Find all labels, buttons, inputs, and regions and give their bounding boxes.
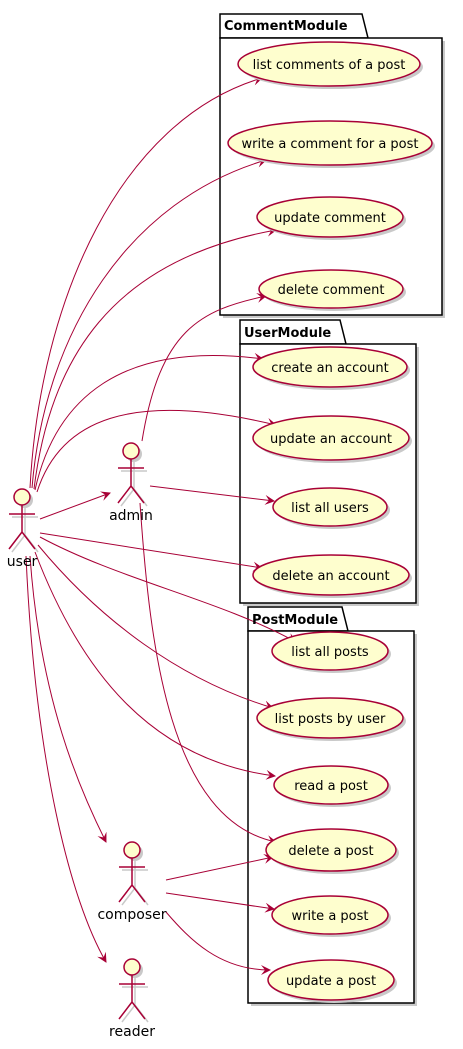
usecase-write-post bbox=[271, 895, 391, 937]
edge-user-to-read-post bbox=[34, 551, 276, 780]
edge-user-to-update-account bbox=[36, 409, 277, 493]
edge-user-to-list-posts-user bbox=[37, 544, 274, 711]
usecase-label-create-account: create an account bbox=[271, 361, 389, 376]
edge-user-to-list-posts bbox=[39, 536, 297, 643]
usecase-label-list-comments: list comments of a post bbox=[253, 58, 406, 73]
usecase-label-update-post: update a post bbox=[286, 974, 376, 989]
actor-composer-icon bbox=[118, 841, 149, 906]
usecase-list-comments bbox=[237, 41, 423, 89]
usecase-label-write-post: write a post bbox=[292, 909, 369, 924]
actor-admin-icon bbox=[117, 442, 148, 507]
package-title-post: PostModule bbox=[252, 613, 338, 628]
usecase-read-post bbox=[273, 765, 391, 807]
actor-reader-icon bbox=[118, 958, 149, 1023]
usecase-delete-account bbox=[252, 554, 412, 598]
edge-admin-to-delete-post bbox=[139, 502, 277, 846]
usecase-update-post bbox=[267, 959, 397, 1003]
usecase-update-comment bbox=[256, 196, 406, 240]
edge-user-to-admin bbox=[39, 491, 111, 520]
usecase-label-delete-comment: delete comment bbox=[278, 283, 385, 298]
usecase-label-read-post: read a post bbox=[294, 779, 368, 794]
usecase-label-update-comment: update comment bbox=[274, 211, 386, 226]
edge-user-to-delete-account bbox=[39, 532, 263, 572]
usecase-label-list-users: list all users bbox=[291, 501, 369, 516]
usecase-list-posts bbox=[271, 631, 391, 673]
edge-composer-to-write-post bbox=[165, 892, 275, 913]
package-title-user: UserModule bbox=[244, 326, 331, 341]
actor-user-icon bbox=[8, 488, 39, 553]
actor-label-admin: admin bbox=[109, 508, 153, 524]
usecase-label-list-posts: list all posts bbox=[291, 645, 369, 660]
package-title-comment: CommentModule bbox=[224, 19, 348, 34]
edge-admin-to-delete-comment bbox=[141, 292, 267, 442]
usecase-label-delete-post: delete a post bbox=[288, 844, 373, 859]
usecase-update-account bbox=[252, 415, 412, 463]
usecase-label-list-posts-user: list posts by user bbox=[275, 712, 386, 727]
actor-label-user: user bbox=[7, 554, 38, 570]
edge-user-to-reader bbox=[25, 555, 107, 963]
edge-user-to-composer bbox=[29, 555, 107, 843]
edge-user-to-list-comments bbox=[29, 75, 263, 489]
usecase-label-update-account: update an account bbox=[270, 432, 392, 447]
edge-user-to-update-comment bbox=[33, 226, 277, 490]
usecase-label-write-comment: write a comment for a post bbox=[242, 137, 419, 152]
usecase-list-users bbox=[272, 487, 390, 529]
edge-composer-to-delete-post bbox=[165, 854, 274, 881]
usecase-label-delete-account: delete an account bbox=[272, 569, 389, 584]
usecase-delete-comment bbox=[258, 269, 406, 311]
usecase-write-comment bbox=[227, 120, 435, 168]
edge-user-to-write-comment bbox=[31, 157, 267, 489]
edge-user-to-create-account bbox=[34, 352, 264, 491]
edge-admin-to-list-users bbox=[149, 485, 275, 505]
usecase-list-posts-user bbox=[256, 697, 406, 741]
usecase-create-account bbox=[252, 346, 410, 390]
edge-composer-to-update-post bbox=[165, 911, 271, 975]
actor-label-composer: composer bbox=[97, 907, 166, 923]
actor-label-reader: reader bbox=[109, 1024, 155, 1040]
package-post bbox=[247, 606, 417, 1006]
usecase-delete-post bbox=[265, 828, 399, 874]
